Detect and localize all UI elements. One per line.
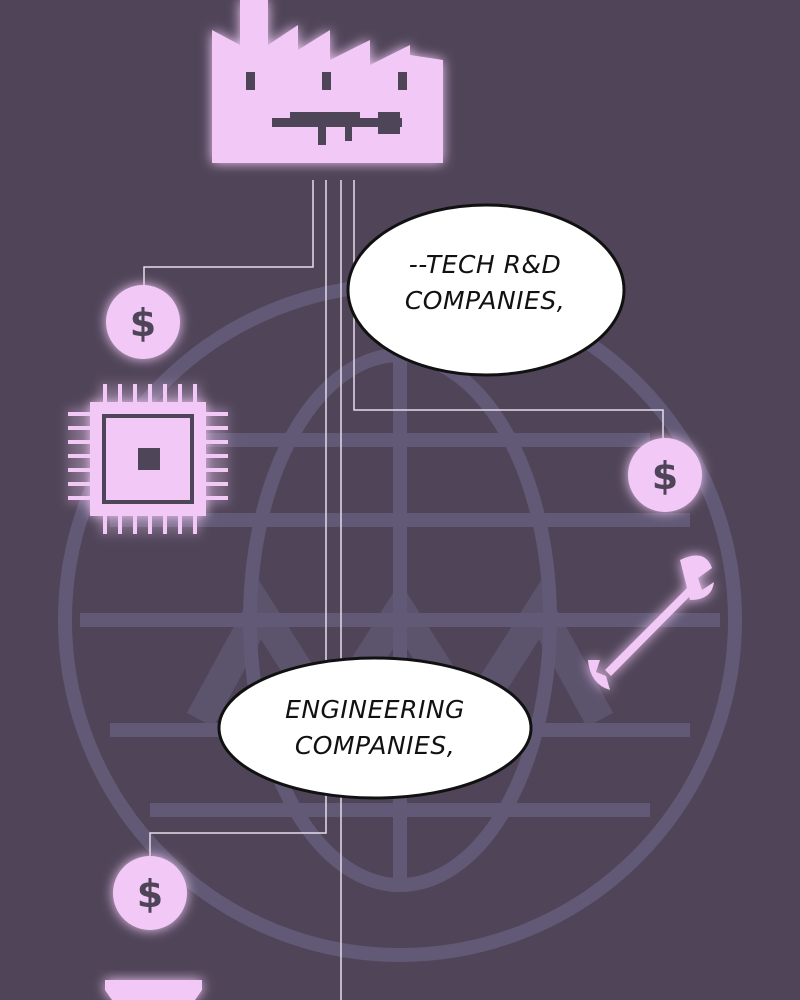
dollar-icon: $ xyxy=(137,872,163,916)
coin-1: $ xyxy=(106,285,180,359)
coin-3: $ xyxy=(113,856,187,930)
dollar-icon: $ xyxy=(130,301,156,345)
rifle-icon xyxy=(272,112,402,145)
dollar-icon: $ xyxy=(652,454,678,498)
bubble-line: COMPANIES, xyxy=(404,286,566,315)
speech-bubble-2-text: ENGINEERING COMPANIES, xyxy=(240,692,510,764)
bubble-line: COMPANIES, xyxy=(294,731,456,760)
pedestal-icon xyxy=(105,980,202,1000)
speech-bubble-1-text: --TECH R&D COMPANIES, xyxy=(360,247,610,319)
speech-bubble-2 xyxy=(217,656,533,800)
bubble-line: --TECH R&D xyxy=(408,250,562,279)
bubble-line: ENGINEERING xyxy=(285,695,465,724)
factory-icon xyxy=(212,0,443,163)
wrench-icon xyxy=(588,555,714,690)
microchip-icon xyxy=(68,384,228,534)
coin-2: $ xyxy=(628,438,702,512)
speech-bubble-1 xyxy=(346,203,626,377)
